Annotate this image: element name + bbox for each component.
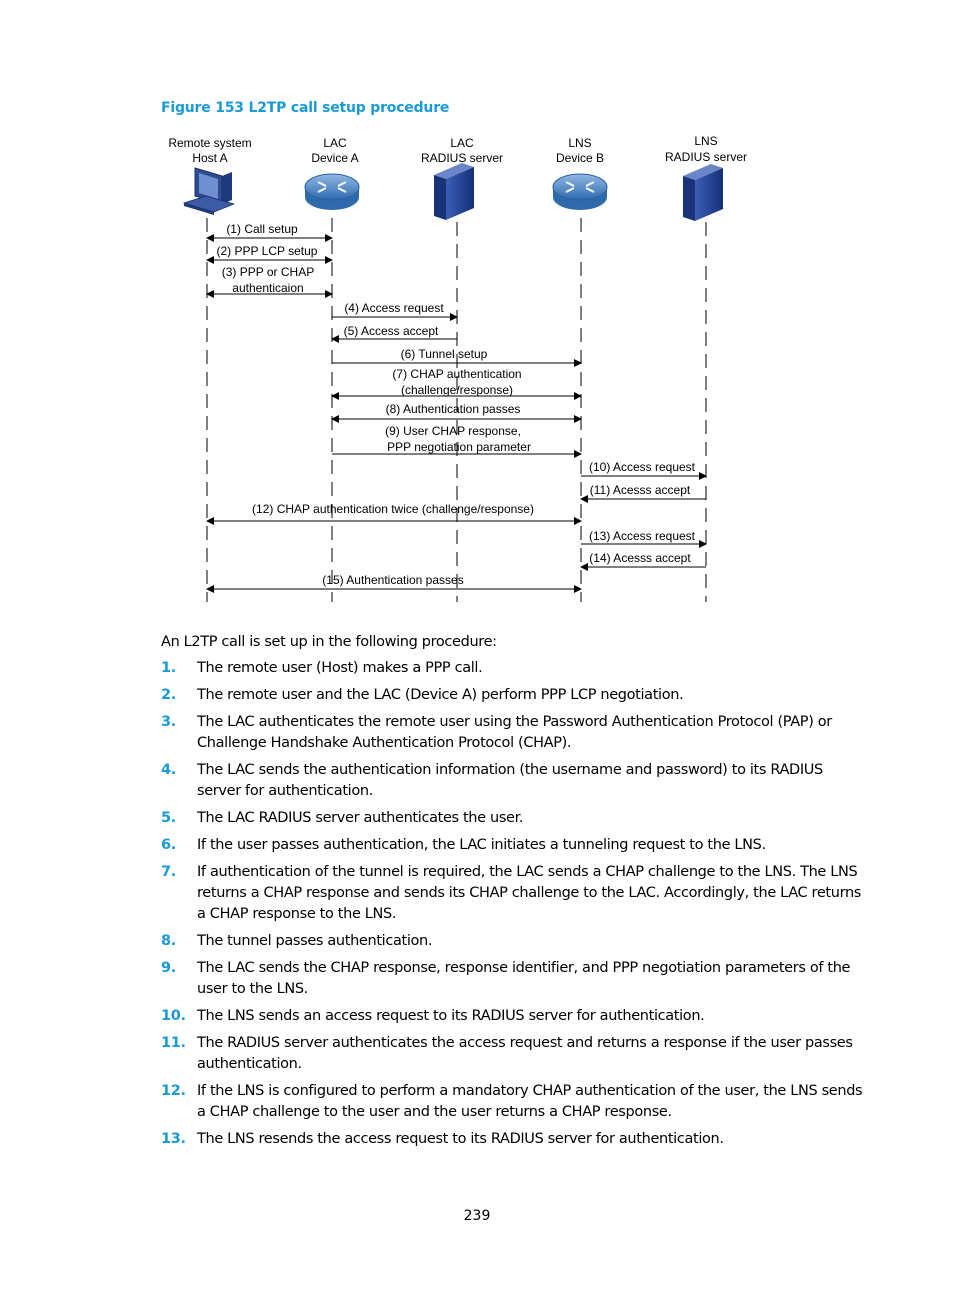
list-item: 4. The LAC sends the authentication infor… xyxy=(161,760,867,802)
step-number: 1. xyxy=(161,660,176,676)
actor-label: RADIUS server xyxy=(665,150,747,164)
step-number: 6. xyxy=(161,837,176,853)
step-text: The remote user and the LAC (Device A) p… xyxy=(197,687,684,703)
router-icon xyxy=(552,173,608,210)
step-text: If authentication of the tunnel is requi… xyxy=(197,864,861,922)
step-number: 9. xyxy=(161,960,176,976)
list-item: 13. The LNS resends the access request to… xyxy=(161,1129,867,1150)
sequence-diagram: Remote system Host A LAC Device A LAC RA… xyxy=(168,134,747,602)
actor-label: LAC xyxy=(450,136,474,150)
actor-label: LAC xyxy=(323,136,347,150)
step-text: The tunnel passes authentication. xyxy=(197,933,433,949)
message-label: (12) CHAP authentication twice (challeng… xyxy=(252,502,534,516)
list-item: 8. The tunnel passes authentication. xyxy=(161,931,867,952)
step-text: The LAC sends the authentication informa… xyxy=(197,762,823,799)
figure-caption: Figure 153 L2TP call setup procedure xyxy=(161,100,450,116)
step-text: If the LNS is configured to perform a ma… xyxy=(197,1083,863,1120)
actor-label: LNS xyxy=(568,136,591,150)
step-text: If the user passes authentication, the L… xyxy=(197,837,766,853)
message-label: (4) Access request xyxy=(344,301,444,315)
step-number: 3. xyxy=(161,714,176,730)
step-text: The remote user (Host) makes a PPP call. xyxy=(197,660,483,676)
step-number: 2. xyxy=(161,687,176,703)
message-label: PPP negotiation parameter xyxy=(387,440,531,454)
step-number: 10. xyxy=(161,1008,186,1024)
step-number: 13. xyxy=(161,1131,186,1147)
list-item: 3. The LAC authenticates the remote user … xyxy=(161,712,867,754)
step-number: 11. xyxy=(161,1035,186,1051)
step-number: 4. xyxy=(161,762,176,778)
message-label: (9) User CHAP response, xyxy=(385,424,521,438)
procedure-steps: 1. The remote user (Host) makes a PPP cal… xyxy=(161,658,867,1156)
actor-label: Remote system xyxy=(168,136,251,150)
step-text: The LAC authenticates the remote user us… xyxy=(197,714,832,751)
actor-label: Device A xyxy=(311,151,358,165)
computer-icon xyxy=(182,167,236,215)
list-item: 6. If the user passes authentication, the… xyxy=(161,835,867,856)
message-label: authenticaion xyxy=(232,281,303,295)
message-label: (11) Acesss accept xyxy=(590,483,691,497)
step-text: The LNS sends an access request to its R… xyxy=(197,1008,705,1024)
step-number: 12. xyxy=(161,1083,186,1099)
step-text: The LAC sends the CHAP response, respons… xyxy=(197,960,851,997)
intro-text: An L2TP call is set up in the following … xyxy=(161,634,497,650)
list-item: 5. The LAC RADIUS server authenticates th… xyxy=(161,808,867,829)
list-item: 11. The RADIUS server authenticates the a… xyxy=(161,1033,867,1075)
step-text: The RADIUS server authenticates the acce… xyxy=(197,1035,853,1072)
actor-label: Device B xyxy=(556,151,604,165)
list-item: 1. The remote user (Host) makes a PPP cal… xyxy=(161,658,867,679)
page-number: 239 xyxy=(463,1208,491,1224)
message-label: (13) Access request xyxy=(589,529,696,543)
router-icon xyxy=(304,173,360,210)
step-number: 5. xyxy=(161,810,176,826)
step-number: 8. xyxy=(161,933,176,949)
message-label: (15) Authentication passes xyxy=(322,573,463,587)
actor-label: LNS xyxy=(694,134,717,148)
list-item: 7. If authentication of the tunnel is req… xyxy=(161,862,867,925)
list-item: 2. The remote user and the LAC (Device A)… xyxy=(161,685,867,706)
message-label: (8) Authentication passes xyxy=(386,402,521,416)
step-text: The LAC RADIUS server authenticates the … xyxy=(197,810,524,826)
message-label: (1) Call setup xyxy=(226,222,298,236)
message-label: (10) Access request xyxy=(589,460,696,474)
message-label: (2) PPP LCP setup xyxy=(217,244,318,258)
list-item: 9. The LAC sends the CHAP response, respo… xyxy=(161,958,867,1000)
message-label: (5) Access accept xyxy=(344,324,439,338)
message-label: (14) Acesss accept xyxy=(589,551,691,565)
message-label: (challenge/response) xyxy=(401,383,513,397)
step-number: 7. xyxy=(161,864,176,880)
list-item: 12. If the LNS is configured to perform a… xyxy=(161,1081,867,1123)
actor-label: Host A xyxy=(192,151,227,165)
step-text: The LNS resends the access request to it… xyxy=(197,1131,724,1147)
message-label: (3) PPP or CHAP xyxy=(222,265,314,279)
server-icon xyxy=(434,163,474,220)
message-label: (7) CHAP authentication xyxy=(392,367,521,381)
actor-label: RADIUS server xyxy=(421,151,503,165)
server-icon xyxy=(683,164,723,221)
message-label: (6) Tunnel setup xyxy=(401,347,488,361)
list-item: 10. The LNS sends an access request to it… xyxy=(161,1006,867,1027)
